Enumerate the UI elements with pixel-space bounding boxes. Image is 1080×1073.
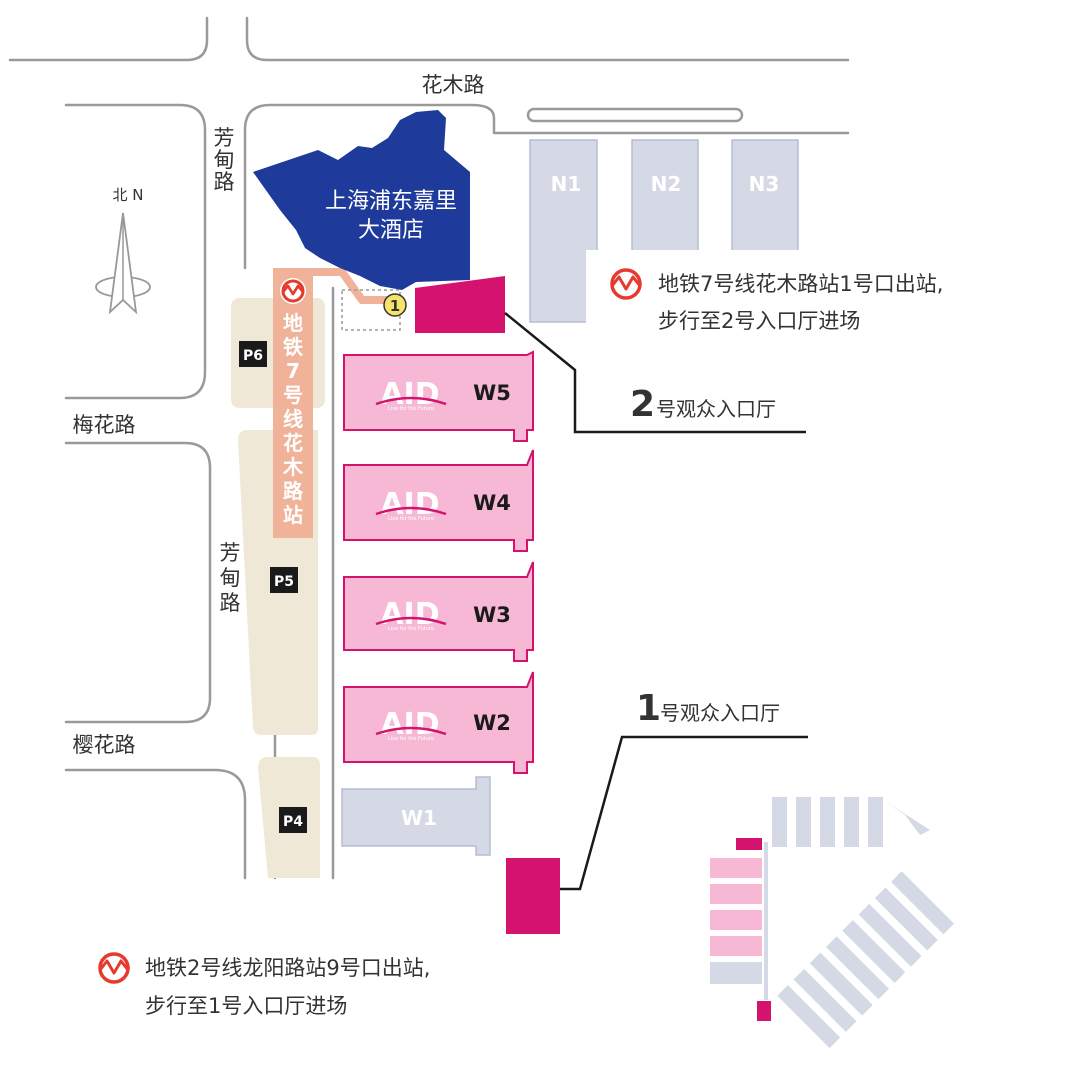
note-bottom-line1: 地铁2号线龙阳路站9号口出站, bbox=[145, 956, 430, 980]
aid-swoosh-w4 bbox=[375, 506, 447, 516]
metro-line7-station: 地 铁 7 号 线 花 木 路 站 bbox=[273, 268, 401, 538]
entrance-hall-1: 1 号观众入口厅 bbox=[506, 688, 808, 934]
metro-char-4: 号 bbox=[283, 383, 303, 407]
metro-char-1: 地 bbox=[283, 311, 303, 335]
hall-label-n1: N1 bbox=[551, 172, 582, 196]
note-top-bg bbox=[586, 250, 1026, 330]
compass-icon: 北 N bbox=[95, 186, 151, 315]
aid-tagline-w4: Live for the Future bbox=[388, 516, 434, 522]
metro-char-9: 站 bbox=[283, 503, 303, 527]
road-label-fangdian-mid-1: 芳 bbox=[220, 541, 241, 565]
hotel-shape bbox=[253, 110, 470, 290]
entrance-2-number: 2 bbox=[630, 384, 655, 425]
note-top-line2: 步行至2号入口厅进场 bbox=[658, 309, 860, 333]
entrance-2-label: 号观众入口厅 bbox=[656, 397, 776, 421]
note-top: 地铁7号线花木路站1号口出站, 步行至2号入口厅进场 bbox=[610, 268, 943, 333]
metro-icon bbox=[98, 952, 130, 984]
parking-label-p6: P6 bbox=[243, 348, 263, 364]
metro-icon bbox=[281, 279, 305, 303]
metro-char-2: 铁 bbox=[283, 335, 303, 359]
exit-marker-bg bbox=[383, 293, 407, 317]
aid-swoosh-w5 bbox=[375, 396, 447, 406]
hall-label-n2: N2 bbox=[651, 172, 682, 196]
aid-tagline-w2: Live for the Future bbox=[388, 736, 434, 742]
road-block-bottom bbox=[64, 768, 247, 880]
exit-plaza bbox=[341, 289, 401, 331]
aid-swoosh-w3 bbox=[375, 616, 447, 626]
road-label-huamu: 花木路 bbox=[422, 73, 485, 97]
metro-char-5: 线 bbox=[283, 407, 303, 431]
road-label-meihua: 梅花路 bbox=[73, 413, 136, 437]
hall-label-w4: W4 bbox=[473, 491, 511, 515]
note-bottom-line2: 步行至1号入口厅进场 bbox=[145, 994, 347, 1018]
road-label-fangdian-top-3: 路 bbox=[214, 170, 235, 194]
hall-label-w3: W3 bbox=[473, 603, 511, 627]
parking-label-p4: P4 bbox=[283, 814, 303, 830]
hall-w2: AID Live for the Future W2 bbox=[343, 671, 534, 774]
hotel-name-line2: 大酒店 bbox=[358, 218, 424, 243]
exit-marker-label: 1 bbox=[390, 297, 400, 315]
entrance-1-label: 号观众入口厅 bbox=[660, 701, 780, 725]
metro-walk-path bbox=[313, 268, 398, 304]
road-top-left bbox=[8, 16, 209, 62]
aid-logo-w3: AID bbox=[380, 597, 439, 632]
road-block-left bbox=[64, 103, 207, 400]
road-label-yinghua: 樱花路 bbox=[73, 733, 136, 757]
aid-logo-w2: AID bbox=[380, 707, 439, 742]
entrance-1-building bbox=[506, 858, 560, 934]
parking-label-p5: P5 bbox=[274, 574, 294, 590]
parking-badge-p4 bbox=[279, 807, 307, 833]
hall-w5: AID Live for the Future W5 bbox=[343, 350, 534, 442]
hall-w1: W1 bbox=[341, 776, 491, 856]
hall-w3: AID Live for the Future W3 bbox=[343, 561, 534, 662]
entrance-hall-2: 1 2 号观众入口厅 bbox=[383, 276, 806, 434]
road-label-fangdian-top-2: 甸 bbox=[214, 148, 235, 172]
overview-minimap bbox=[710, 797, 955, 1049]
aid-swoosh-w2 bbox=[375, 726, 447, 736]
aid-tagline-w5: Live for the Future bbox=[388, 406, 434, 412]
metro-icon bbox=[610, 268, 642, 300]
metro-char-6: 花 bbox=[283, 431, 303, 455]
metro-char-3: 7 bbox=[286, 359, 300, 383]
hall-w4: AID Live for the Future W4 bbox=[343, 449, 534, 552]
road-block-mid bbox=[64, 441, 212, 724]
hotel-name-line1: 上海浦东嘉里 bbox=[325, 189, 457, 214]
aid-tagline-w3: Live for the Future bbox=[388, 626, 434, 632]
metro-station-bar bbox=[273, 268, 313, 538]
parking-badge-p5 bbox=[270, 567, 298, 593]
leader-line-2 bbox=[504, 312, 806, 434]
entrance-1-number: 1 bbox=[636, 688, 661, 729]
leader-line-1 bbox=[560, 735, 808, 891]
hall-label-w5: W5 bbox=[473, 381, 511, 405]
north-halls: N1 N2 N3 bbox=[529, 139, 1026, 330]
note-top-line1: 地铁7号线花木路站1号口出站, bbox=[658, 272, 943, 296]
road-top bbox=[245, 16, 850, 62]
compass-label: 北 N bbox=[113, 186, 144, 204]
hall-label-n3: N3 bbox=[749, 172, 780, 196]
hall-label-w1: W1 bbox=[401, 806, 437, 830]
metro-char-8: 路 bbox=[283, 479, 304, 503]
parking-badge-p6 bbox=[239, 341, 267, 367]
aid-logo-w4: AID bbox=[380, 487, 439, 522]
road-label-fangdian-mid-3: 路 bbox=[220, 591, 241, 615]
hotel-building: 上海浦东嘉里 大酒店 bbox=[253, 110, 470, 290]
road-label-fangdian-top-1: 芳 bbox=[214, 126, 235, 150]
road-block-hotel bbox=[243, 103, 850, 270]
note-bottom: 地铁2号线龙阳路站9号口出站, 步行至1号入口厅进场 bbox=[98, 952, 430, 1018]
entrance-2-building bbox=[415, 276, 505, 333]
hall-strip bbox=[526, 107, 744, 123]
metro-char-7: 木 bbox=[282, 455, 304, 479]
west-halls: AID Live for the Future W5 AID Live for … bbox=[343, 350, 534, 774]
hall-label-w2: W2 bbox=[473, 711, 511, 735]
aid-logo-w5: AID bbox=[380, 377, 439, 412]
road-label-fangdian-mid-2: 甸 bbox=[220, 566, 241, 590]
